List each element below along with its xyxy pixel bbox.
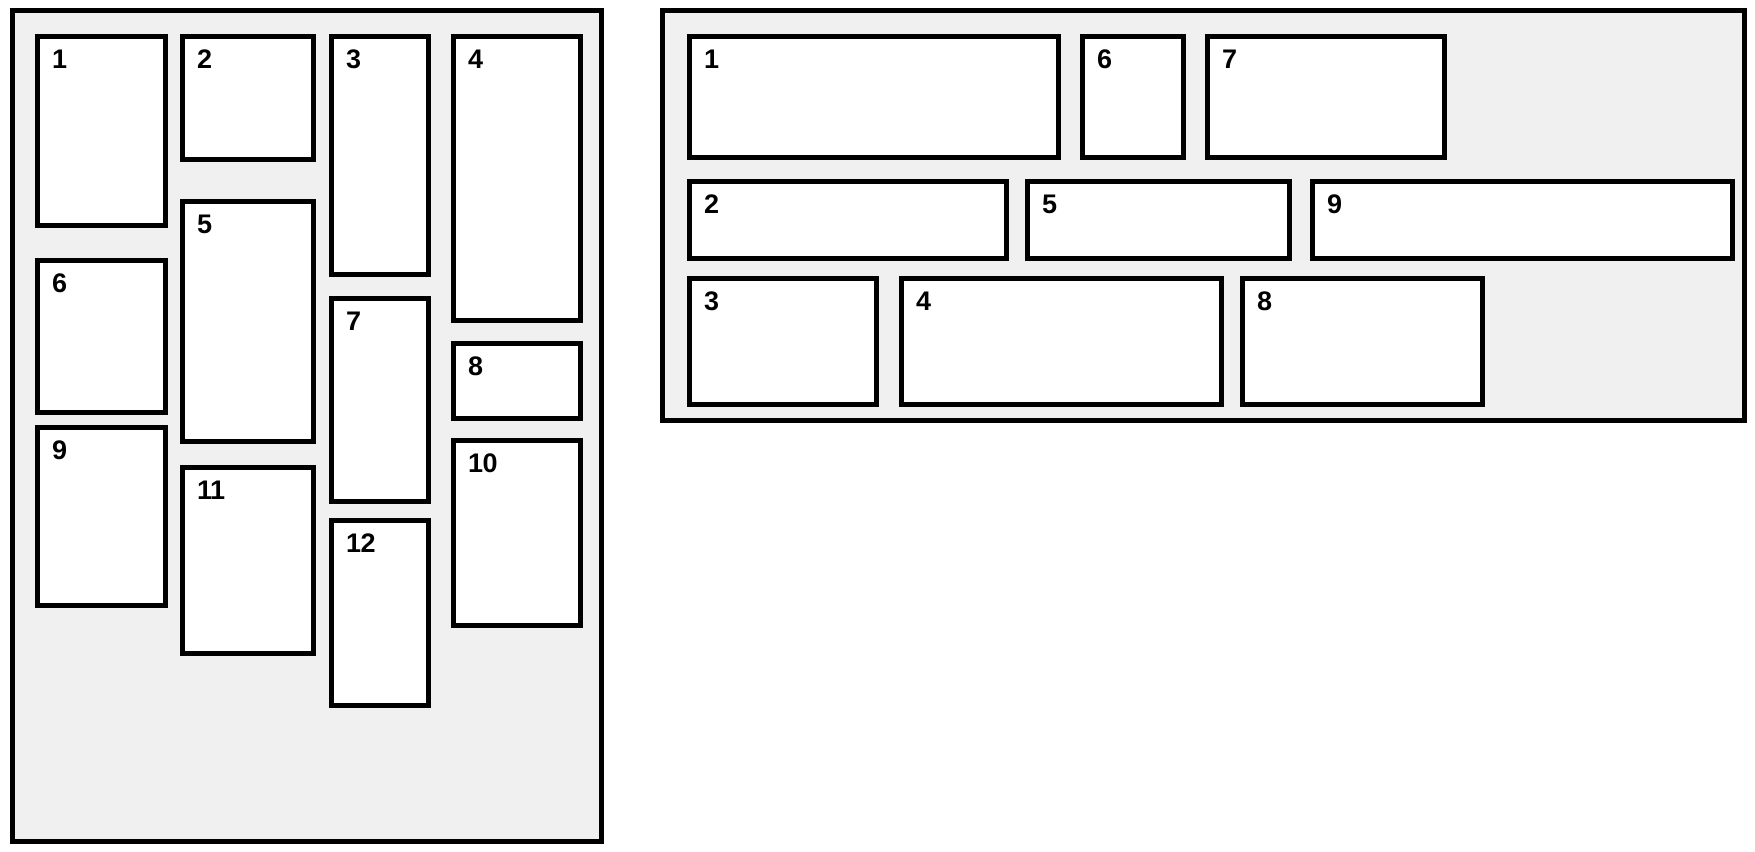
box-label: 2 [197,44,212,74]
box-label: 4 [468,44,483,74]
right-panel-box-7[interactable]: 7 [1205,34,1447,160]
box-label: 5 [1042,189,1057,219]
box-label: 7 [1222,44,1237,74]
box-label: 10 [468,448,498,478]
left-panel: 1 2 3 4 5 6 7 8 9 10 11 [10,8,604,844]
box-label: 3 [704,286,719,316]
left-panel-box-6[interactable]: 6 [35,258,168,415]
box-label: 1 [704,44,719,74]
left-panel-box-10[interactable]: 10 [451,438,583,628]
left-panel-box-8[interactable]: 8 [451,341,583,421]
box-label: 6 [52,268,67,298]
box-label: 1 [52,44,67,74]
left-panel-box-4[interactable]: 4 [451,34,583,323]
box-label: 12 [346,528,376,558]
right-panel: 1 6 7 2 5 9 3 4 8 [660,8,1747,423]
right-panel-box-8[interactable]: 8 [1240,276,1485,407]
right-panel-box-3[interactable]: 3 [687,276,879,407]
left-panel-box-12[interactable]: 12 [329,518,431,708]
box-label: 4 [916,286,931,316]
left-panel-box-5[interactable]: 5 [180,199,316,444]
box-label: 7 [346,306,361,336]
box-label: 8 [468,351,483,381]
right-panel-box-2[interactable]: 2 [687,179,1009,261]
left-panel-box-9[interactable]: 9 [35,425,168,608]
left-panel-box-1[interactable]: 1 [35,34,168,228]
left-panel-box-11[interactable]: 11 [180,465,316,656]
box-label: 5 [197,209,212,239]
box-label: 9 [1327,189,1342,219]
box-label: 3 [346,44,361,74]
box-label: 9 [52,435,67,465]
right-panel-box-4[interactable]: 4 [899,276,1224,407]
box-label: 11 [197,475,225,505]
left-panel-box-7[interactable]: 7 [329,296,431,504]
right-panel-box-6[interactable]: 6 [1080,34,1186,160]
right-panel-box-9[interactable]: 9 [1310,179,1735,261]
left-panel-box-2[interactable]: 2 [180,34,316,162]
box-label: 8 [1257,286,1272,316]
box-label: 6 [1097,44,1112,74]
box-label: 2 [704,189,719,219]
right-panel-box-5[interactable]: 5 [1025,179,1292,261]
right-panel-box-1[interactable]: 1 [687,34,1061,160]
left-panel-box-3[interactable]: 3 [329,34,431,277]
